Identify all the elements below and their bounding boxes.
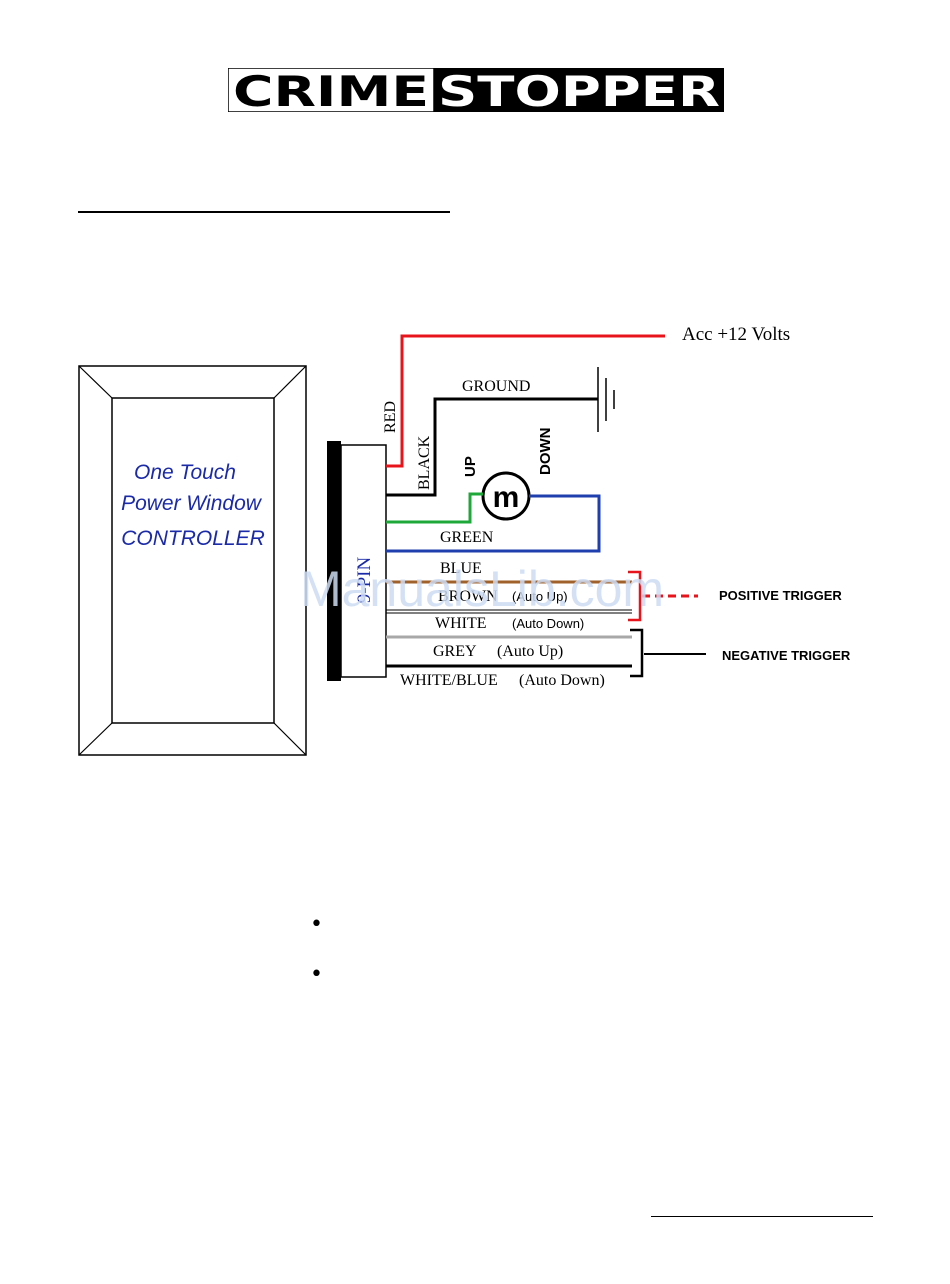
red-wire-label: RED bbox=[382, 401, 399, 433]
controller-label-line3: CONTROLLER bbox=[121, 527, 265, 550]
wiring-diagram: One Touch Power Window CONTROLLER 9-PIN … bbox=[0, 300, 950, 780]
negative-trigger-label: NEGATIVE TRIGGER bbox=[722, 648, 851, 663]
green-wire bbox=[386, 494, 483, 522]
controller-label-line2: Power Window bbox=[121, 492, 263, 515]
bullet-point: • bbox=[310, 964, 323, 986]
white-wire-label: WHITE bbox=[435, 615, 487, 632]
heading-underline bbox=[78, 211, 450, 213]
accessory-label: Acc +12 Volts bbox=[682, 324, 790, 345]
up-label: UP bbox=[462, 456, 479, 477]
whiteblue-wire-label: WHITE/BLUE bbox=[400, 672, 498, 689]
logo-stopper-text: STOPPER bbox=[438, 68, 720, 112]
down-label: DOWN bbox=[537, 428, 554, 476]
crimestopper-logo: CRIME STOPPER bbox=[228, 68, 724, 112]
positive-trigger-label: POSITIVE TRIGGER bbox=[719, 588, 842, 603]
grey-wire-note: (Auto Up) bbox=[497, 643, 563, 660]
controller-label-line1: One Touch bbox=[134, 461, 236, 484]
whiteblue-wire-note: (Auto Down) bbox=[519, 672, 605, 689]
watermark: ManualsLib.com bbox=[300, 561, 664, 617]
grey-wire-label: GREY bbox=[433, 643, 477, 660]
bullet-point: • bbox=[310, 914, 323, 936]
controller-box bbox=[79, 366, 306, 755]
logo-crime-text: CRIME bbox=[233, 68, 429, 112]
white-wire-note: (Auto Down) bbox=[512, 616, 584, 631]
ground-symbol bbox=[598, 367, 614, 432]
motor-label: m bbox=[493, 481, 520, 514]
green-wire-label: GREEN bbox=[440, 529, 494, 546]
black-wire-label: BLACK bbox=[416, 435, 433, 490]
footer-rule bbox=[651, 1216, 873, 1217]
ground-label: GROUND bbox=[462, 378, 530, 395]
